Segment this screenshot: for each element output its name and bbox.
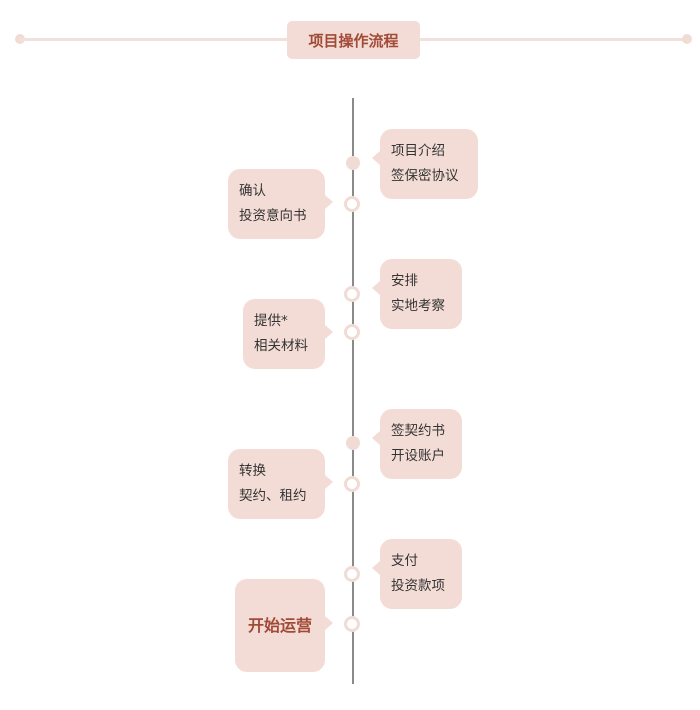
step-2-bubble: 确认 投资意向书	[228, 169, 333, 239]
timeline-marker-4	[344, 324, 360, 340]
step-6-line-1: 转换	[239, 463, 266, 479]
step-8-line-1: 开始运营	[247, 616, 312, 635]
step-8-bubble: 开始运营	[235, 579, 333, 672]
timeline-marker-3	[344, 286, 360, 302]
step-1-bubble: 项目介绍 签保密协议	[372, 129, 478, 199]
timeline-marker-7	[344, 566, 360, 582]
step-1-line-2: 签保密协议	[391, 168, 459, 184]
step-6-bubble: 转换 契约、租约	[228, 449, 333, 519]
step-3-line-1: 安排	[391, 273, 418, 289]
timeline-marker-8	[344, 616, 360, 632]
step-3-bubble: 安排 实地考察	[372, 259, 462, 329]
step-4-bubble: 提供* 相关材料	[243, 299, 333, 369]
step-5-line-2: 开设账户	[391, 448, 445, 464]
timeline-marker-5	[346, 436, 360, 450]
timeline-marker-6	[344, 476, 360, 492]
step-7-bubble: 支付 投资款项	[372, 539, 462, 609]
step-7-line-2: 投资款项	[391, 578, 445, 594]
step-4-line-2: 相关材料	[254, 338, 308, 354]
step-5-line-1: 签契约书	[391, 423, 445, 439]
step-1-line-1: 项目介绍	[391, 143, 445, 159]
header-right-line	[420, 38, 686, 41]
step-5-bubble: 签契约书 开设账户	[372, 409, 462, 479]
timeline-marker-2	[344, 196, 360, 212]
timeline-marker-1	[346, 156, 360, 170]
step-3-line-2: 实地考察	[391, 298, 445, 314]
timeline-axis	[352, 98, 354, 684]
step-7-line-1: 支付	[391, 553, 418, 569]
step-2-line-1: 确认	[239, 183, 266, 199]
step-4-line-1: 提供*	[254, 313, 288, 329]
header-right-dot	[682, 34, 692, 44]
page-title-text: 项目操作流程	[308, 31, 399, 50]
step-2-line-2: 投资意向书	[239, 208, 307, 224]
step-6-line-2: 契约、租约	[239, 488, 307, 504]
header-left-line	[20, 38, 287, 41]
page-title: 项目操作流程	[287, 21, 420, 59]
